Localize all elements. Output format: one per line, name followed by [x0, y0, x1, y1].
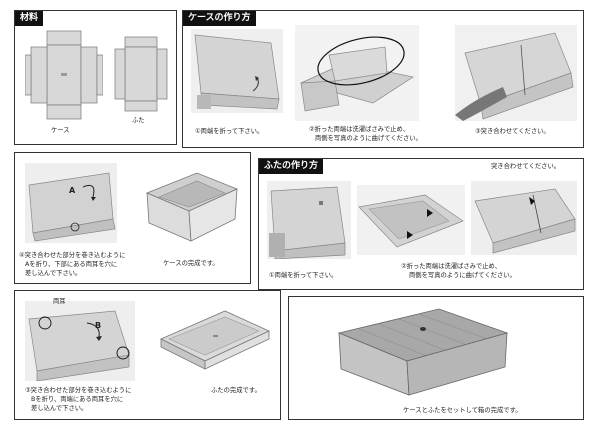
case-step2-photo	[295, 25, 419, 121]
case-finish-panel: A ④突き合わせた部分を巻き込むように Aを折り、下部にある両耳を穴に 差し込ん…	[14, 152, 251, 284]
materials-header: 材料	[15, 11, 44, 26]
lid-step3-caption-line1: ③突き合わせた部分を巻き込むように	[25, 387, 132, 394]
case-step3-photo	[455, 25, 577, 121]
lid-finish-panel: 両耳 B ③突き合わせた部分を巻き込むように Bを折り、両端にある両耳を穴に 差…	[14, 290, 281, 420]
lid-step2-caption-line1: ②折った両端は洗濯ばさみで止め、	[401, 263, 502, 270]
lid-flat-pattern	[114, 36, 168, 112]
lid-step1-photo	[267, 181, 351, 259]
lid-step3-photo	[471, 181, 577, 255]
case-step4-photo	[25, 163, 117, 243]
lid-label: ふた	[132, 117, 145, 124]
lid-done-photo	[155, 305, 273, 381]
lid-step3-caption-line3: 差し込んで下さい。	[31, 405, 88, 412]
case-done-caption: ケースの完成です。	[163, 260, 219, 267]
case-step4-caption-line3: 差し込んで下さい。	[25, 270, 82, 277]
marker-a: A	[69, 186, 76, 195]
final-box-photo	[329, 303, 515, 399]
lid-assembly-panel: ふたの作り方 ①両端を折って下さい。 ②折った両端は洗濯ばさみで止め、 両側を写…	[258, 158, 584, 290]
final-panel: ケースとふたをセットして箱の完成です。	[288, 296, 584, 420]
case-step1-caption: ①両端を折って下さい。	[195, 128, 264, 135]
lid-step2-caption-line2: 両側を写真のように曲げてください。	[409, 272, 516, 279]
materials-panel: 材料 ケース ふた	[14, 10, 177, 145]
lid-step2-photo	[357, 185, 465, 255]
case-flat-pattern	[25, 30, 103, 120]
case-assembly-header: ケースの作り方	[183, 11, 256, 26]
lid-step1-caption: ①両端を折って下さい。	[269, 272, 338, 279]
case-step2-caption-line2: 両側を写真のように曲げてください。	[315, 135, 422, 142]
case-done-photo	[137, 167, 243, 247]
case-step1-photo	[191, 29, 283, 113]
case-step2-caption-line1: ②折った両端は洗濯ばさみで止め、	[309, 126, 410, 133]
lid-done-caption: ふたの完成です。	[211, 387, 261, 394]
case-step4-caption-line1: ④突き合わせた部分を巻き込むように	[19, 252, 126, 259]
case-step3-caption: ③突き合わせてください。	[475, 128, 550, 135]
lid-step3-caption-line2: Bを折り、両端にある両耳を穴に	[31, 396, 124, 403]
lid-step3b-photo	[25, 301, 135, 381]
lid-assembly-header: ふたの作り方	[259, 159, 324, 174]
case-assembly-panel: ケースの作り方 ①両端を折って下さい。 ②折った両端は洗濯ばさみで止め、 両側を…	[182, 10, 584, 148]
lid-butt-note: 突き合わせてください。	[491, 163, 561, 170]
marker-b: B	[95, 321, 102, 330]
case-label: ケース	[51, 127, 70, 134]
ear-label: 両耳	[53, 298, 66, 305]
case-step4-caption-line2: Aを折り、下部にある両耳を穴に	[25, 261, 118, 268]
final-caption: ケースとふたをセットして箱の完成です。	[403, 407, 522, 414]
